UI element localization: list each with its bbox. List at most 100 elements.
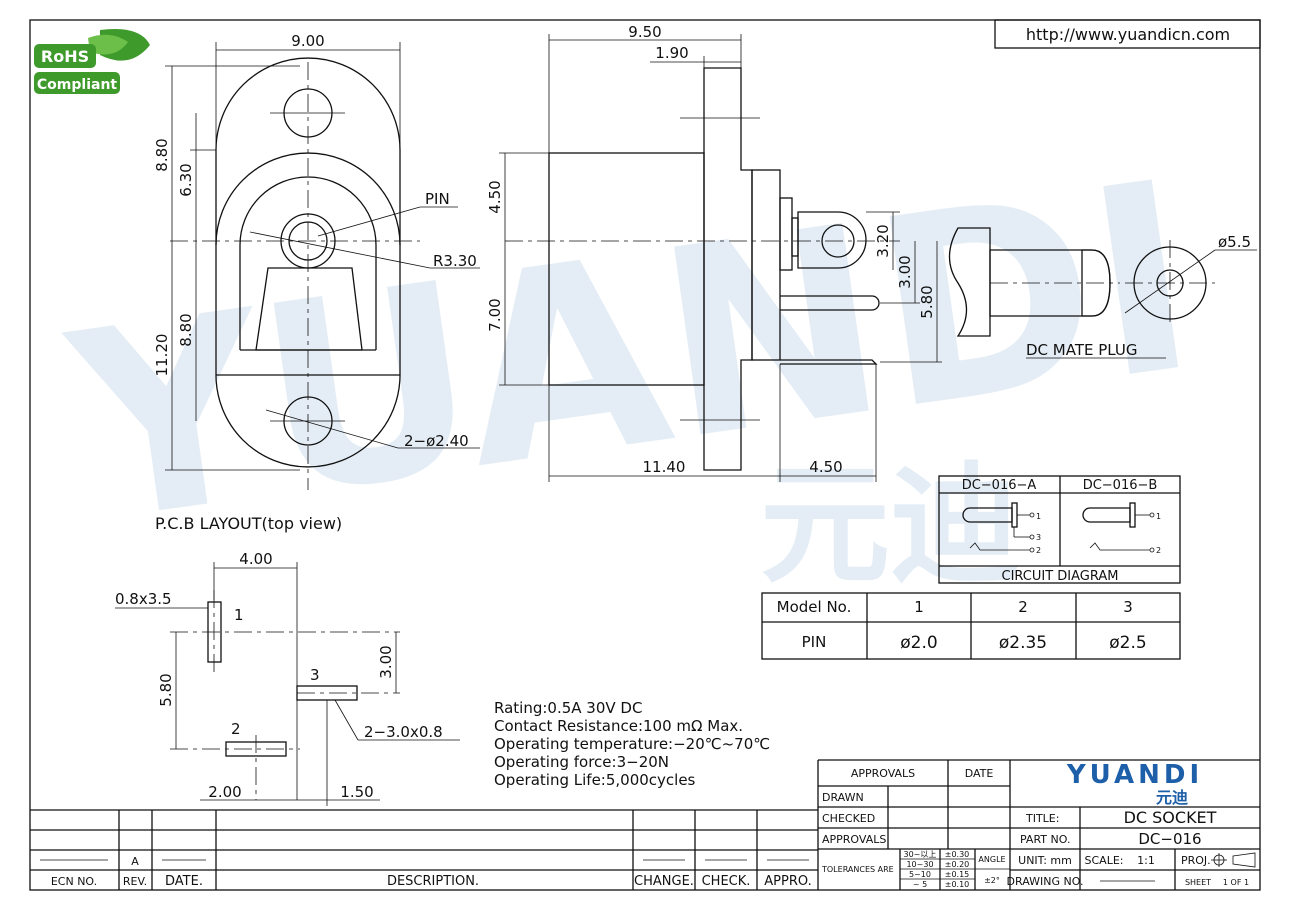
- tb-date-head: DATE: [965, 767, 994, 780]
- tol-val-2: ±0.15: [945, 870, 970, 879]
- dim-upper: 4.50: [486, 180, 504, 213]
- leaf-icon-2: [88, 34, 128, 55]
- fp-pad-note: 2−3.0x0.8: [364, 723, 443, 741]
- dim-width: 9.00: [291, 32, 324, 50]
- table-cell-1: ø2.0: [900, 633, 937, 653]
- tb-title-label: TITLE:: [1025, 812, 1059, 825]
- tb-unit: UNIT: mm: [1018, 854, 1072, 867]
- dim-body-len: 11.40: [643, 458, 686, 476]
- fp-dim-v-right: 3.00: [377, 645, 395, 678]
- dim-pin-b: 3.00: [896, 255, 914, 288]
- fp-dim-h-right: 1.50: [340, 783, 373, 801]
- tb-checked: CHECKED: [822, 812, 875, 825]
- tol-val-1: ±0.20: [945, 860, 970, 869]
- tol-range-2: 5~10: [909, 870, 931, 879]
- rohs-text: RoHS: [41, 47, 89, 66]
- circuit-title: CIRCUIT DIAGRAM: [1002, 569, 1119, 584]
- tb-approvals-head: APPROVALS: [851, 767, 915, 780]
- contact-trapezoid: [255, 267, 363, 351]
- pin-a3: 3: [1036, 533, 1041, 542]
- compliant-box: [34, 72, 120, 94]
- table-header-3: 3: [1123, 598, 1133, 616]
- spec-life: Operating Life:5,000cycles: [494, 771, 696, 789]
- fp-dim-v-total: 5.80: [157, 673, 175, 706]
- label-holes: 2−ø2.40: [404, 432, 469, 450]
- col-date: DATE.: [165, 874, 203, 889]
- pad-label-1: 1: [234, 606, 244, 624]
- pin-a2: 2: [1036, 546, 1041, 555]
- website-url[interactable]: http://www.yuandicn.com: [1026, 25, 1230, 44]
- tol-val-0: ±0.30: [945, 850, 970, 859]
- tb-angle-val: ±2°: [984, 876, 1000, 885]
- fp-pad-size: 0.8x3.5: [115, 590, 172, 608]
- plug-dia: ø5.5: [1218, 233, 1251, 251]
- col-ecn: ECN NO.: [51, 875, 97, 888]
- plug-label: DC MATE PLUG: [1026, 341, 1138, 359]
- side-view: 9.50 1.90 4.50 7.00 11.40 4.50 3.20 3.00…: [486, 23, 942, 482]
- spec-rating: Rating:0.5A 30V DC: [494, 699, 642, 717]
- specifications: Rating:0.5A 30V DC Contact Resistance:10…: [494, 699, 770, 789]
- company-logo-cn: 元迪: [1156, 788, 1188, 807]
- pin-b2: 2: [1156, 546, 1161, 555]
- pad-label-2: 2: [231, 720, 241, 738]
- col-check: CHECK.: [702, 874, 751, 889]
- tb-proj: PROJ.: [1181, 854, 1211, 867]
- table-cell-pin: PIN: [802, 633, 827, 651]
- dim-pin-a: 3.20: [874, 224, 892, 257]
- col-appro: APPRO.: [764, 874, 811, 889]
- dim-h-bottom-outer: 11.20: [153, 334, 171, 377]
- url-box: [994, 19, 1261, 49]
- projection-icon: [1211, 852, 1256, 868]
- dim-lower: 7.00: [486, 298, 504, 331]
- sheet-border: [29, 19, 1261, 891]
- fp-dim-pitch: 4.00: [239, 550, 272, 568]
- label-pin: PIN: [425, 190, 450, 208]
- dim-h-bottom-inner: 8.80: [177, 313, 195, 346]
- pcb-layout-view: 9.00 8.80 6.30 11.20 8.80 PIN R3.30 2−ø2…: [153, 32, 480, 533]
- circuit-col-a: DC−016−A: [962, 478, 1037, 493]
- tol-range-3: ~ 5: [913, 880, 927, 889]
- dim-tail-len: 4.50: [809, 458, 842, 476]
- table-cell-3: ø2.5: [1109, 633, 1146, 653]
- pin-b1: 1: [1156, 512, 1161, 521]
- tb-angle: ANGLE: [978, 855, 1005, 864]
- col-change: CHANGE.: [634, 874, 694, 889]
- tol-range-1: 10~30: [906, 860, 933, 869]
- title-block: APPROVALS DATE DRAWN CHECKED APPROVALS T…: [818, 759, 1260, 890]
- tb-sheet-val: 1 OF 1: [1223, 878, 1249, 887]
- pcb-footprint: 1 2 3 4.00 0.8x3.5 5.80 3.00 2.00 1.50 2…: [115, 550, 460, 806]
- rev-letter: A: [131, 855, 139, 868]
- dim-h-top-outer: 8.80: [153, 138, 171, 171]
- solder-tab-2: [780, 295, 880, 311]
- pin-a1: 1: [1036, 512, 1041, 521]
- col-rev: REV.: [123, 875, 147, 888]
- circuit-diagram: DC−016−A DC−016−B CIRCUIT DIAGRAM 1 3 2 …: [938, 475, 1181, 584]
- tb-scale-val: 1:1: [1137, 854, 1155, 867]
- tb-tolerances: TOLERANCES ARE: [821, 865, 894, 874]
- rohs-box: [34, 44, 96, 68]
- tb-title: DC SOCKET: [1124, 808, 1217, 827]
- circuit-col-b: DC−016−B: [1083, 478, 1158, 493]
- tb-part: DC−016: [1138, 830, 1201, 848]
- table-header-1: 1: [914, 598, 924, 616]
- dc-mate-plug: ø5.5 DC MATE PLUG: [948, 227, 1257, 359]
- compliant-text: Compliant: [37, 77, 118, 93]
- table-header-2: 2: [1018, 598, 1028, 616]
- tb-part-label: PART NO.: [1020, 833, 1070, 846]
- tb-scale: SCALE:: [1085, 854, 1124, 867]
- table-header-model: Model No.: [777, 598, 852, 616]
- tb-approvals: APPROVALS: [822, 833, 886, 846]
- solder-tab-3: [780, 359, 878, 365]
- socket-opening: [239, 176, 377, 350]
- tol-val-3: ±0.10: [945, 880, 970, 889]
- pad-label-3: 3: [310, 666, 320, 684]
- company-logo: YUANDI: [1066, 760, 1203, 790]
- revision-block: A ECN NO. REV. DATE. DESCRIPTION. CHANGE…: [30, 760, 819, 890]
- model-table: Model No. 1 2 3 PIN ø2.0 ø2.35 ø2.5: [761, 592, 1181, 660]
- dim-pin-c: 5.80: [918, 285, 936, 318]
- col-description: DESCRIPTION.: [387, 874, 479, 889]
- dim-flange: 1.90: [655, 44, 688, 62]
- rohs-badge: RoHS Compliant: [34, 29, 150, 94]
- tb-sheet: SHEET: [1185, 878, 1211, 887]
